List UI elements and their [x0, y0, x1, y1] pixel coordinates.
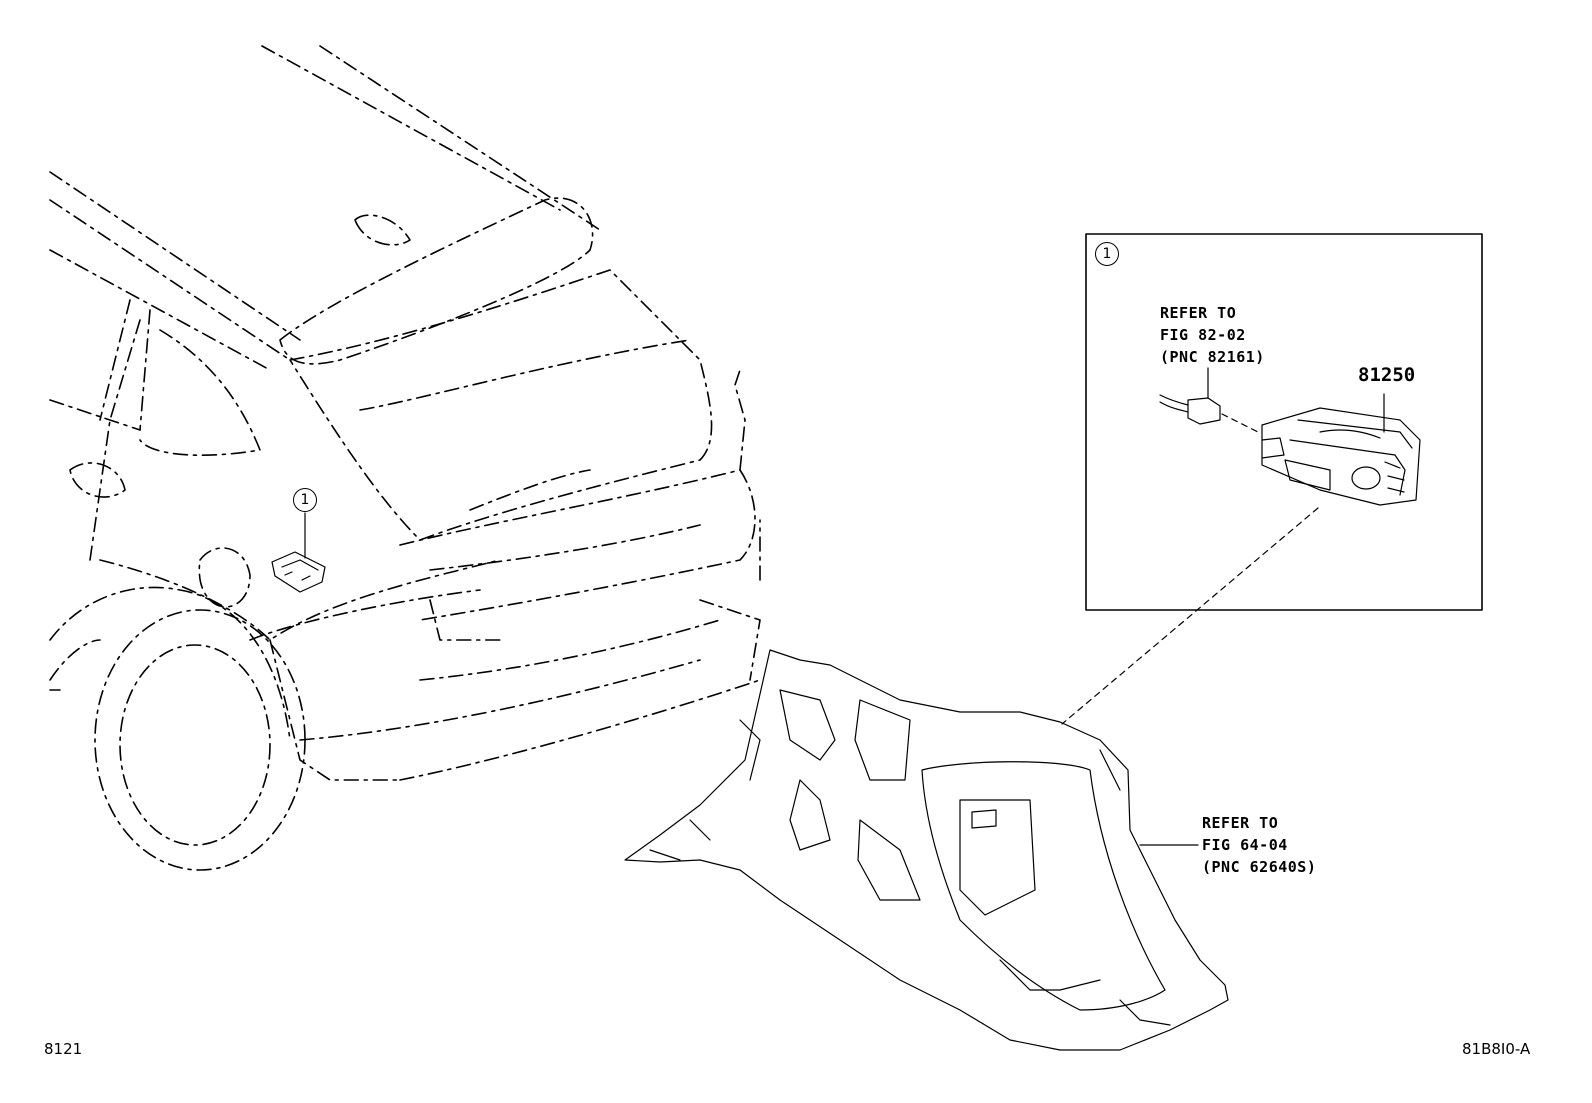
lamp-assembly-81250 — [1261, 393, 1421, 506]
inset-frame — [1085, 233, 1483, 611]
refer-connector-label: REFER TO FIG 82-02 (PNC 82161) — [1160, 302, 1265, 368]
connector-harness — [1159, 367, 1221, 425]
footer-left-code: 8121 — [44, 1040, 83, 1058]
refer-trim-label: REFER TO FIG 64-04 (PNC 62640S) — [1202, 812, 1316, 878]
refer-connector-line1: REFER TO — [1160, 304, 1237, 322]
part-number-label: 81250 — [1358, 364, 1416, 386]
refer-connector-line3: (PNC 82161) — [1160, 348, 1265, 366]
refer-trim-line3: (PNC 62640S) — [1202, 858, 1317, 876]
connector-dashed-lead — [1221, 413, 1259, 433]
refer-trim-line1: REFER TO — [1202, 814, 1279, 832]
callout-marker-vehicle: 1 — [293, 488, 317, 512]
lamp-on-vehicle — [271, 512, 326, 593]
footer-right-code: 81B8I0-A — [1462, 1040, 1531, 1058]
vehicle-outline — [49, 45, 761, 871]
refer-connector-line2: FIG 82-02 — [1160, 326, 1246, 344]
inset-to-trim-lead — [1061, 507, 1319, 725]
callout-marker-inset: 1 — [1095, 242, 1119, 266]
quarter-trim-panel — [624, 649, 1229, 1051]
refer-trim-line2: FIG 64-04 — [1202, 836, 1288, 854]
